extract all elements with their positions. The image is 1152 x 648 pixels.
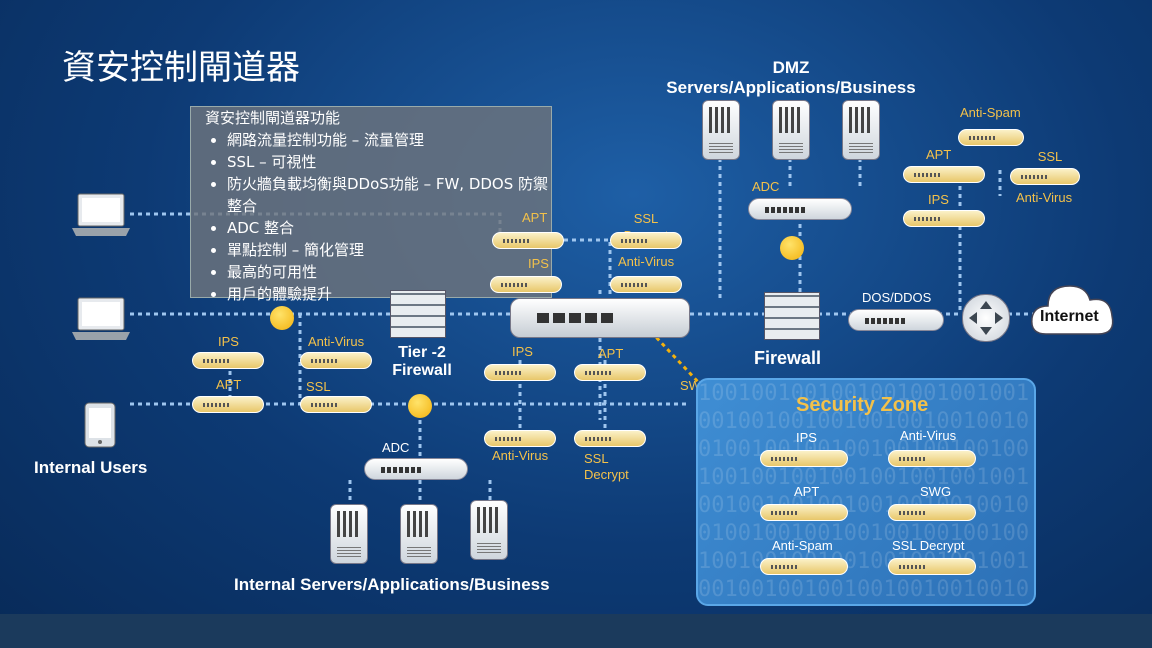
gateway-ports	[537, 313, 617, 323]
device-anti-spam-top	[958, 129, 1024, 146]
load-balancer-node-bottom	[408, 394, 432, 418]
zone-device-ips	[760, 450, 848, 467]
device-ssl-center-bottom	[574, 430, 646, 447]
label-swg: SW	[680, 378, 701, 393]
device-ssl-top-right	[1010, 168, 1080, 185]
tier2-firewall-icon	[390, 290, 446, 338]
label-apt-left: APT	[216, 377, 242, 392]
internal-server-1	[330, 504, 368, 564]
zone-device-anti-spam	[760, 558, 848, 575]
label-anti-virus-center-bottom: Anti-Virus	[492, 448, 549, 463]
zone-label-swg: SWG	[920, 484, 952, 499]
dmz-server-3	[842, 100, 880, 160]
zone-label-anti-spam: Anti-Spam	[772, 538, 833, 553]
device-adc-bottom	[364, 458, 468, 480]
device-ssl-mid	[610, 232, 682, 249]
device-apt-mid	[492, 232, 564, 249]
feature-info-box: 資安控制閘道器功能 網路流量控制功能 – 流量管理 SSL – 可視性 防火牆負…	[190, 106, 552, 303]
dmz-server-2	[772, 100, 810, 160]
label-anti-spam-top: Anti-Spam	[960, 105, 1021, 120]
internal-users-label: Internal Users	[34, 458, 148, 477]
device-apt-center	[574, 364, 646, 381]
feature-item: 網路流量控制功能 – 流量管理	[227, 129, 551, 151]
feature-item: 最高的可用性	[227, 261, 551, 283]
zone-device-swg	[888, 504, 976, 521]
security-zone-title: Security Zone	[796, 394, 929, 416]
feature-item: 單點控制 – 簡化管理	[227, 239, 551, 261]
router-icon	[962, 294, 1010, 342]
feature-item: 用戶的體驗提升	[227, 283, 551, 305]
internal-servers-label: Internal Servers/Applications/Business	[234, 575, 550, 594]
load-balancer-node-left	[270, 306, 294, 330]
load-balancer-node-top	[780, 236, 804, 260]
feature-info-list: 網路流量控制功能 – 流量管理 SSL – 可視性 防火牆負載均衡與DDoS功能…	[205, 129, 551, 305]
zone-label-ips: IPS	[796, 430, 817, 445]
label-ips-left: IPS	[218, 334, 239, 349]
router-arrows-icon	[969, 301, 1003, 335]
device-dos-ddos	[848, 309, 944, 331]
dmz-label-line2: Servers/Applications/Business	[666, 78, 916, 97]
label-ips-mid: IPS	[528, 256, 549, 271]
security-zone-panel: 1001001001001001001001001001001001001001…	[696, 378, 1036, 606]
dmz-label: DMZ Servers/Applications/Business	[645, 58, 937, 98]
label-anti-virus-mid: Anti-Virus	[618, 254, 675, 269]
label-ssl-decrypt-center-bottom: SSL Decrypt	[584, 451, 629, 482]
zone-label-anti-virus: Anti-Virus	[900, 428, 957, 443]
device-adc-top	[748, 198, 852, 220]
label-anti-virus-left: Anti-Virus	[308, 334, 365, 349]
device-ips-top-right	[903, 210, 985, 227]
zone-device-apt	[760, 504, 848, 521]
feature-item: 防火牆負載均衡與DDoS功能 – FW, DDOS 防禦整合	[227, 173, 551, 217]
zone-device-ssl-decrypt	[888, 558, 976, 575]
zone-label-ssl-decrypt: SSL Decrypt	[892, 538, 965, 553]
firewall-label: Firewall	[754, 348, 822, 368]
feature-item: ADC 整合	[227, 217, 551, 239]
device-ips-center	[484, 364, 556, 381]
tier2-firewall-label: Tier -2 Firewall	[392, 344, 452, 379]
laptop-icon	[72, 297, 130, 340]
device-apt-top-right	[903, 166, 985, 183]
tablet-icon	[84, 402, 116, 448]
zone-label-apt: APT	[794, 484, 820, 499]
label-apt-mid: APT	[522, 210, 548, 225]
label-anti-virus-top-right: Anti-Virus	[1016, 190, 1073, 205]
label-adc-bottom: ADC	[382, 440, 410, 455]
device-anti-virus-left	[300, 352, 372, 369]
device-ips-mid	[490, 276, 562, 293]
zone-device-anti-virus	[888, 450, 976, 467]
dmz-server-1	[702, 100, 740, 160]
label-apt-center: APT	[598, 346, 624, 361]
device-anti-virus-mid	[610, 276, 682, 293]
label-apt-top-right: APT	[926, 147, 952, 162]
device-ssl-left	[300, 396, 372, 413]
label-dos-ddos: DOS/DDOS	[862, 290, 932, 305]
firewall-icon	[764, 292, 820, 340]
label-ips-center: IPS	[512, 344, 533, 359]
laptop-icon	[72, 193, 130, 236]
internet-label: Internet	[1040, 308, 1099, 325]
feature-item: SSL – 可視性	[227, 151, 551, 173]
device-anti-virus-center-bottom	[484, 430, 556, 447]
bottom-bar	[0, 614, 1152, 648]
label-ips-top-right: IPS	[928, 192, 949, 207]
internal-server-3	[470, 500, 508, 560]
dmz-label-line1: DMZ	[772, 58, 810, 77]
page-title: 資安控制閘道器	[62, 48, 300, 88]
internet-cloud-icon	[1031, 285, 1114, 335]
feature-info-heading: 資安控制閘道器功能	[205, 109, 341, 127]
device-ips-left	[192, 352, 264, 369]
central-gateway-appliance	[510, 298, 690, 338]
device-apt-left	[192, 396, 264, 413]
internal-server-2	[400, 504, 438, 564]
label-adc-top: ADC	[752, 179, 780, 194]
